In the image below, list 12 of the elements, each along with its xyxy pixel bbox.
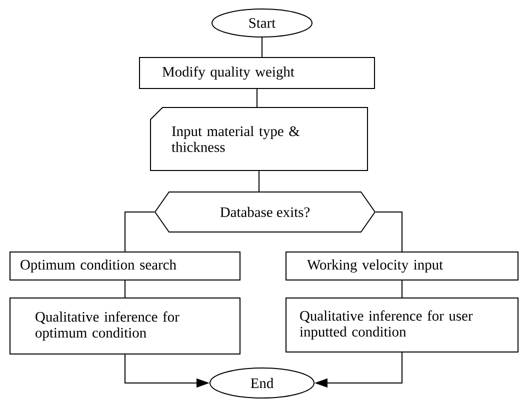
process-box: Qualitative inference for optimum condition — [10, 298, 240, 354]
process-box: Modify quality weight — [139, 57, 375, 89]
connector-line — [256, 88, 258, 108]
connector-line — [375, 212, 402, 252]
connector-line — [258, 170, 260, 192]
connector-line — [124, 212, 155, 252]
input-card: Input material type & thickness — [150, 107, 368, 171]
process-box: Working velocity input — [286, 252, 518, 280]
connector-line — [124, 280, 126, 298]
process-box: Qualitative inference for user inputted condition — [286, 298, 518, 352]
process-box: Optimum condition search — [10, 252, 240, 280]
decision-hexagon: Database exits? — [154, 192, 376, 232]
